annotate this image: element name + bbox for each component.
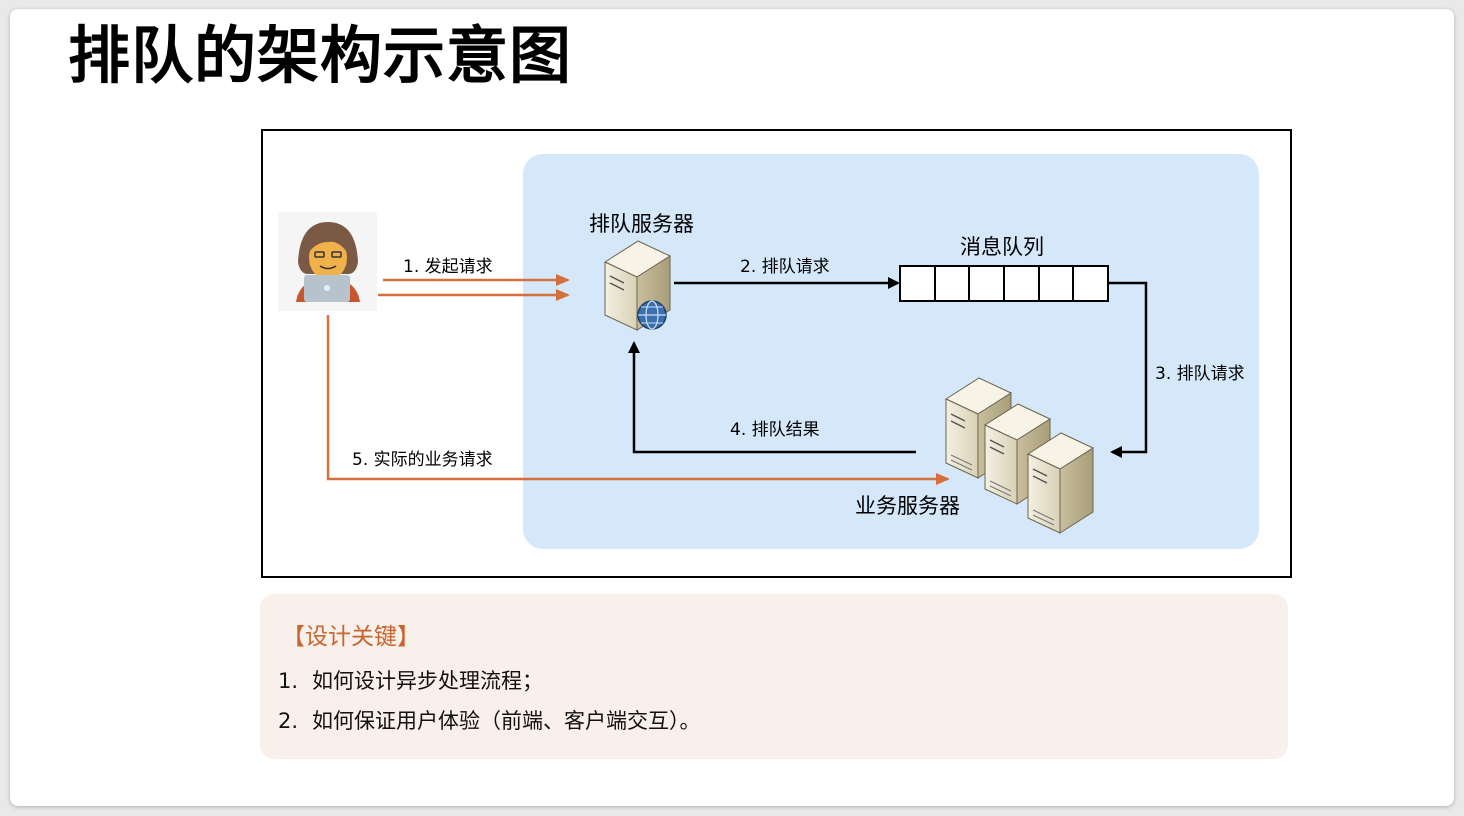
queue-slot — [901, 267, 936, 300]
queue-server-icon — [605, 241, 670, 330]
message-queue-icon — [899, 265, 1109, 302]
design-key-item: 1.如何设计异步处理流程； — [278, 665, 543, 695]
business-server-icon-3 — [1028, 433, 1093, 533]
design-key-item: 2.如何保证用户体验（前端、客户端交互）。 — [278, 705, 701, 735]
business-server-label: 业务服务器 — [855, 490, 960, 520]
design-key-item-number: 1. — [278, 669, 312, 693]
design-key-item-text: 如何保证用户体验（前端、客户端交互）。 — [312, 709, 701, 733]
queue-slot — [936, 267, 971, 300]
step-2-label: 2. 排队请求 — [740, 252, 830, 277]
queue-slot — [1040, 267, 1075, 300]
queue-slot — [1074, 267, 1107, 300]
step-1-label: 1. 发起请求 — [403, 252, 493, 277]
message-queue-label: 消息队列 — [960, 231, 1044, 261]
queue-slot — [970, 267, 1005, 300]
design-key-item-text: 如何设计异步处理流程； — [312, 669, 543, 693]
arrow-mq-to-business-server — [1107, 283, 1146, 452]
design-key-item-number: 2. — [278, 709, 312, 733]
design-key-title: 【设计关键】 — [282, 617, 420, 651]
step-5-label: 5. 实际的业务请求 — [352, 445, 493, 470]
step-3-label: 3. 排队请求 — [1155, 359, 1245, 384]
queue-slot — [1005, 267, 1040, 300]
user-icon — [278, 212, 377, 311]
step-4-label: 4. 排队结果 — [730, 415, 820, 440]
queue-server-label: 排队服务器 — [589, 208, 694, 238]
